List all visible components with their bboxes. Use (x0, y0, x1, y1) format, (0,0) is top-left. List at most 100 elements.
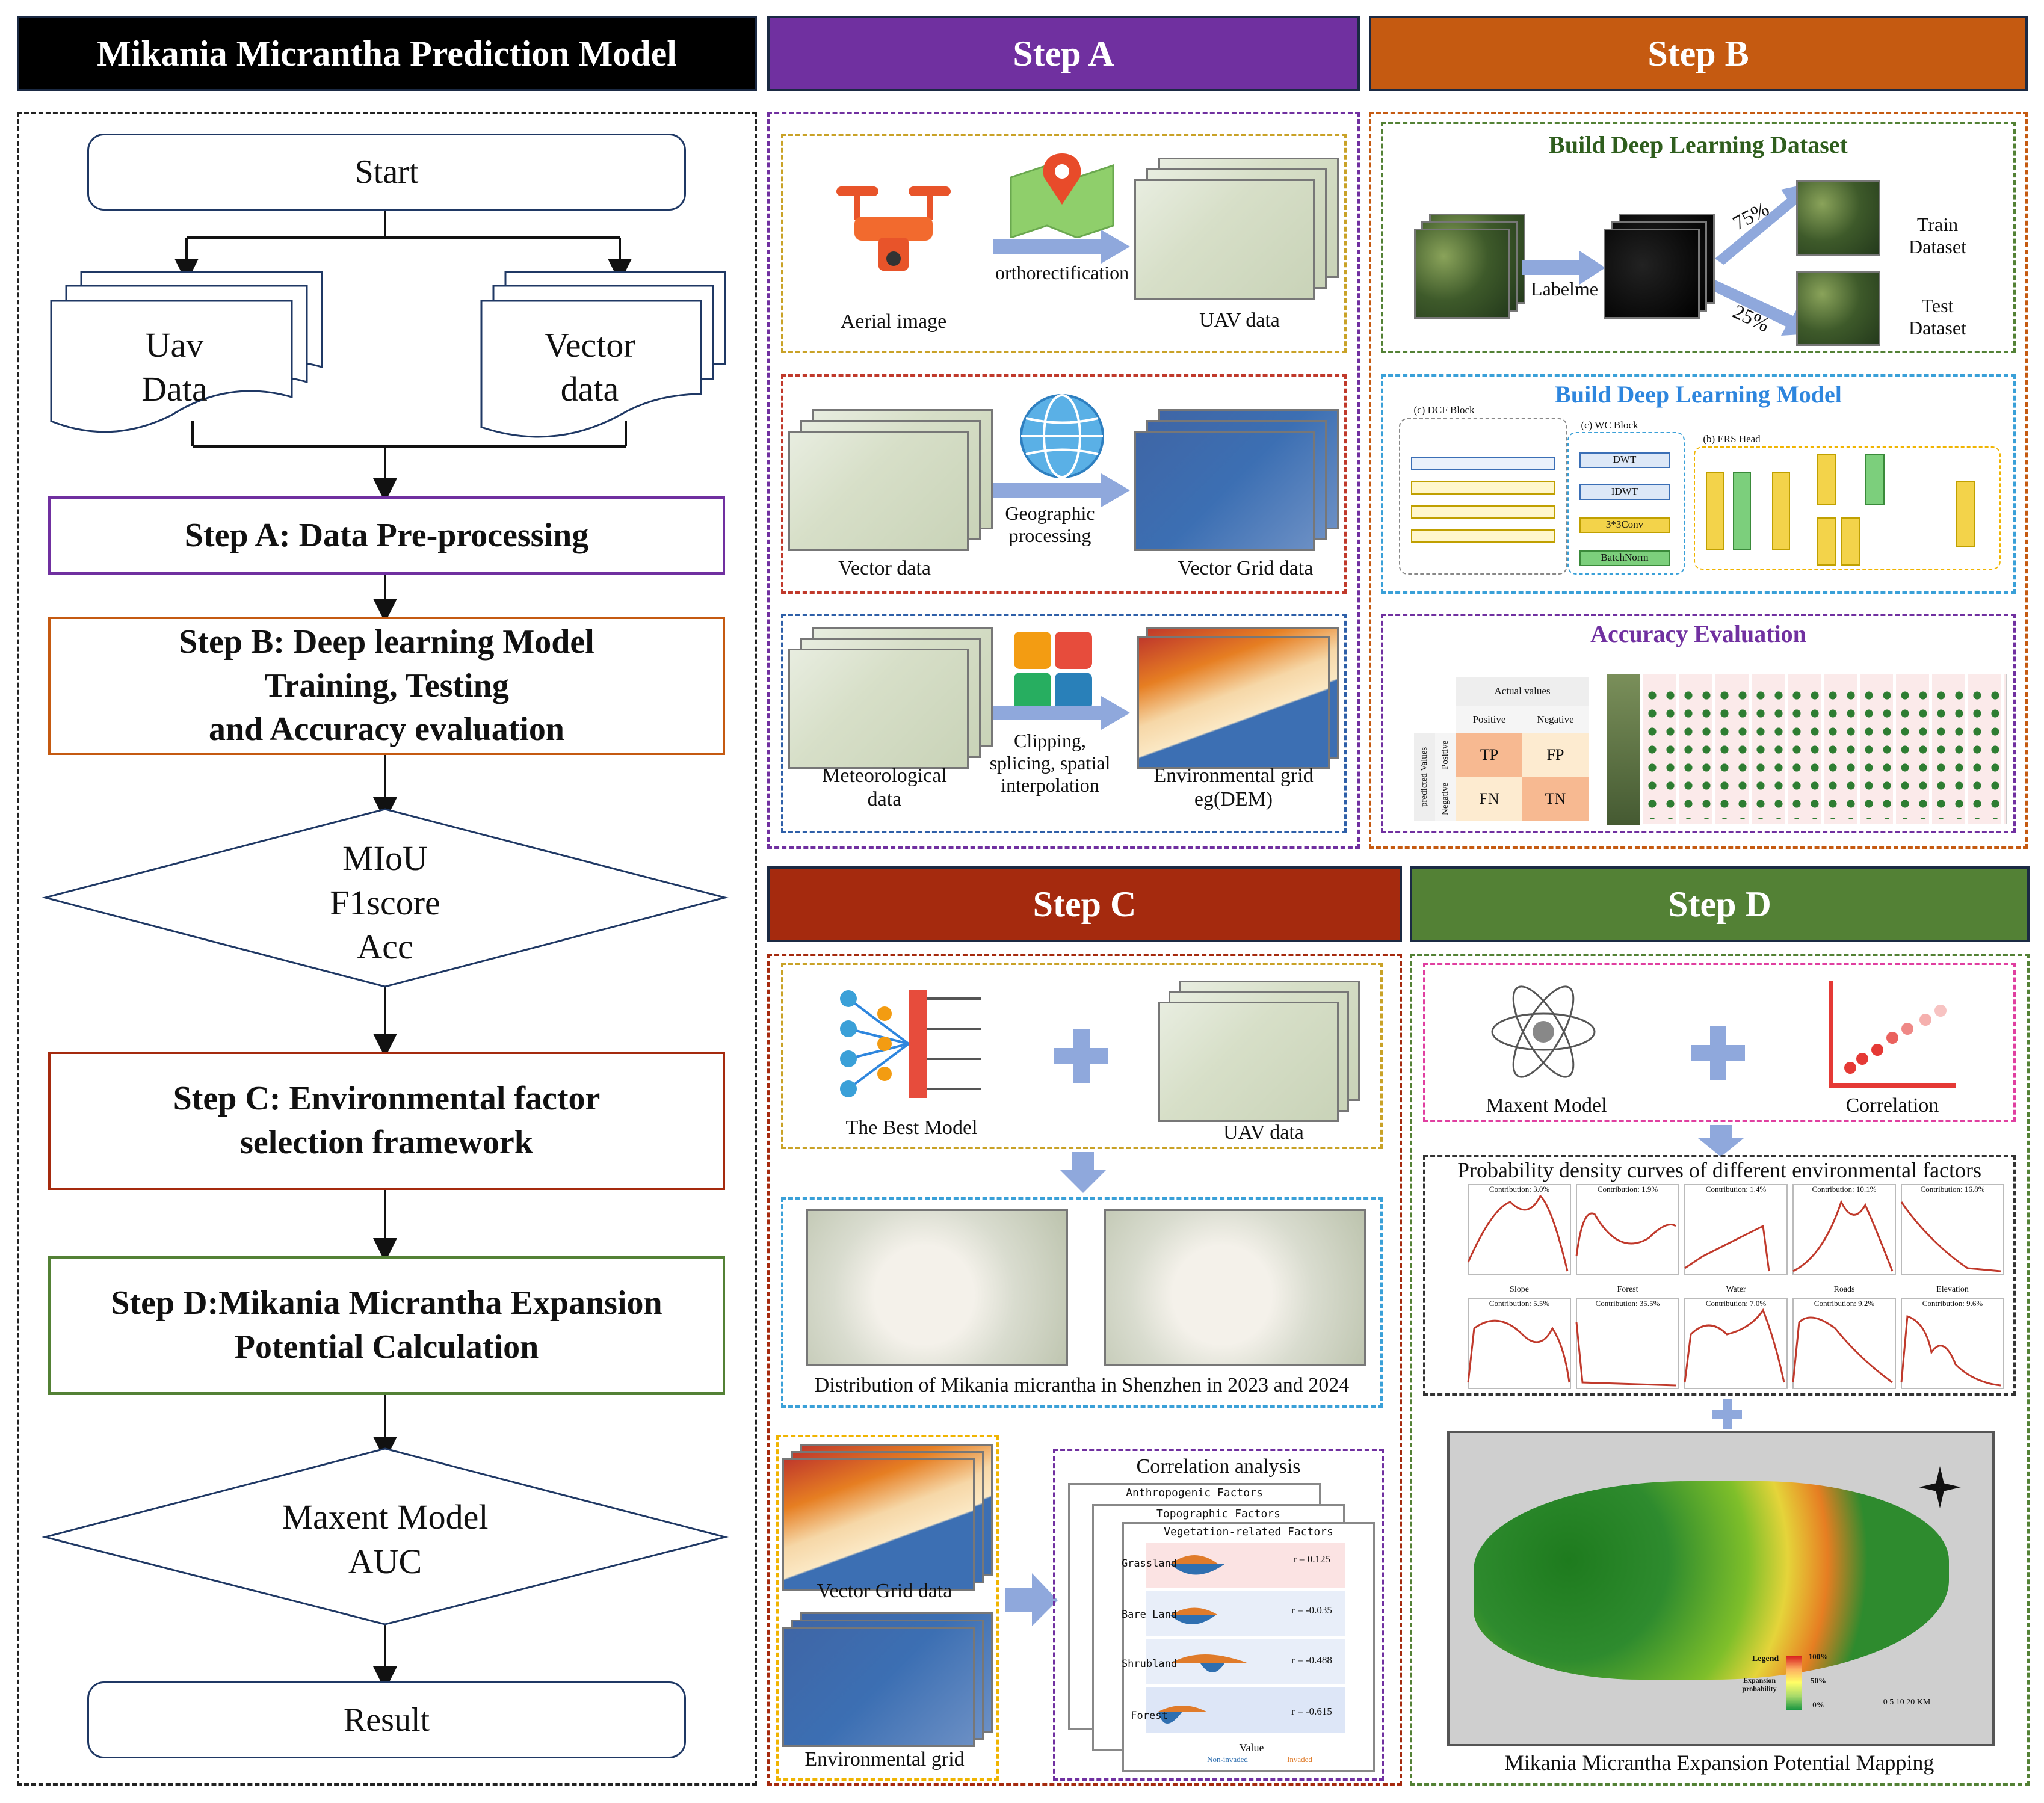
prediction-comparison-grid (1607, 674, 2007, 825)
wc-bn: BatchNorm (1579, 550, 1670, 566)
map-pin-icon (1010, 153, 1114, 238)
correlation-box (1053, 1449, 1384, 1781)
metric-miou: MIoU (342, 839, 428, 878)
env-grid-label-c: Environmental grid (804, 1748, 965, 1771)
best-model-label: The Best Model (845, 1117, 978, 1139)
corr-r-shrubland: r = -0.488 (1291, 1654, 1332, 1666)
cm-negative-row: Negative (1435, 777, 1456, 821)
labelme-label: Labelme (1531, 278, 1598, 300)
pdc-x-4: Roads (1833, 1285, 1855, 1294)
arrow-a2 (993, 473, 1130, 507)
arrow-down-d1 (1698, 1125, 1744, 1157)
raw-image-1 (1414, 229, 1510, 319)
step-a-row2 (781, 374, 1347, 594)
globe-icon (1020, 394, 1104, 478)
uav-data-label-a: UAV data (1199, 309, 1280, 331)
maxent-line2: AUC (348, 1541, 422, 1581)
flowchart-panel (17, 112, 757, 1786)
ers-block-1 (1706, 472, 1724, 550)
arrow-b1 (1522, 251, 1605, 285)
cm-actual-header: Actual values (1456, 677, 1589, 706)
legend-desc: Expansion probability (1742, 1676, 1777, 1693)
train-line1: Train (1916, 214, 1959, 235)
c-uav-thumb-1 (1158, 1002, 1339, 1122)
grids-box (776, 1435, 999, 1781)
train-image (1796, 180, 1880, 256)
legend-title: Legend (1752, 1654, 1779, 1663)
neural-network-icon (840, 990, 981, 1098)
step-c-node: Step C: Environmental factor selection f… (48, 1052, 725, 1190)
step-c-panel (767, 954, 1402, 1786)
cm-fn: FN (1456, 777, 1522, 821)
wc-dwt: DWT (1579, 452, 1670, 468)
train-dataset-label: Train Dataset (1895, 214, 1980, 258)
expansion-legend-bar (1786, 1656, 1802, 1710)
flowchart-connectors (42, 211, 729, 1691)
corr-row-grassland: Grassland (1121, 1558, 1178, 1570)
distribution-map-2023 (806, 1209, 1068, 1366)
uav-line1: Uav (145, 325, 204, 365)
step-d-node: Step D:Mikania Micrantha Expansion Poten… (48, 1256, 725, 1395)
cm-tp: TP (1456, 733, 1522, 777)
dcf-bar-4 (1411, 529, 1555, 543)
wc-idwt: IDWT (1579, 484, 1670, 500)
corr-row-forest: Forest (1131, 1710, 1168, 1722)
pdc-grid: Contribution: 3.0% Contribution: 1.9% Co… (1450, 1184, 2010, 1392)
step-b-line1: Step B: Deep learning Model (179, 623, 594, 661)
pdc-x-1: Slope (1510, 1285, 1529, 1294)
model-box (1381, 374, 2016, 594)
test-image (1796, 271, 1880, 346)
arrow-b-train (1715, 183, 1810, 265)
arrow-down-c1 (1060, 1152, 1106, 1193)
vector-line2: data (560, 369, 619, 408)
pdc-label-1: Contribution: 3.0% (1489, 1185, 1550, 1194)
dcf-bar-2 (1411, 481, 1555, 495)
train-line2: Dataset (1909, 235, 1966, 257)
step-d-panel (1410, 954, 2030, 1786)
metric-acc: Acc (357, 927, 413, 967)
pdc-title: Probability density curves of different … (1457, 1158, 1982, 1182)
metrics-diamond (42, 808, 729, 988)
corr-layer-1-label: Anthropogenic Factors (1126, 1487, 1263, 1499)
env-line1: Environmental grid (1153, 765, 1314, 787)
ers-label: (b) ERS Head (1703, 433, 1761, 445)
vector-grid-label-a: Vector Grid data (1178, 557, 1314, 579)
vector-thumb-1 (788, 431, 969, 551)
dataset-box (1381, 122, 2016, 353)
step-c-header: Step C (767, 866, 1402, 942)
step-d-header: Step D (1410, 866, 2030, 942)
distribution-label: Distribution of Mikania micrantha in She… (814, 1374, 1350, 1396)
distribution-map-2024 (1104, 1209, 1366, 1366)
correlation-title: Correlation analysis (1136, 1455, 1301, 1478)
arrow-a3 (993, 696, 1130, 730)
step-d-line2: Potential Calculation (234, 1328, 539, 1366)
step-b-header: Step B (1369, 16, 2028, 91)
ers-block-4 (1817, 454, 1836, 505)
pdc-panels (1467, 1184, 2004, 1389)
correlation-label: Correlation (1845, 1094, 1939, 1117)
ers-block-7 (1841, 517, 1860, 566)
ers-block-6 (1817, 517, 1836, 566)
uav-document-shape (50, 271, 323, 433)
wc-label: (c) WC Block (1581, 419, 1638, 431)
expansion-map-land (1474, 1481, 1949, 1680)
accuracy-box (1381, 614, 2016, 833)
cm-predicted-label: predicted Values (1414, 733, 1435, 821)
c-env-grid-1 (782, 1627, 975, 1747)
cm-positive-row: Positive (1435, 733, 1456, 777)
corr-legend-inv: Invaded (1287, 1755, 1312, 1764)
step-a-row1 (781, 134, 1347, 353)
vector-line1: Vector (544, 325, 635, 365)
cm-tn: TN (1522, 777, 1589, 821)
result-node: Result (87, 1681, 686, 1758)
corr-axis-label: Value (1239, 1742, 1264, 1754)
plus-icon-d (1691, 1026, 1745, 1080)
step-b-line3: and Accuracy evaluation (208, 710, 565, 748)
ers-block-3 (1772, 472, 1790, 550)
aerial-image-label: Aerial image (840, 310, 947, 333)
corr-layer-2-label: Topographic Factors (1156, 1508, 1280, 1520)
uav-data-label-c: UAV data (1223, 1121, 1304, 1144)
arrow-b-test (1715, 280, 1810, 336)
cm-fp: FP (1522, 733, 1589, 777)
arrow-a1 (993, 230, 1130, 264)
